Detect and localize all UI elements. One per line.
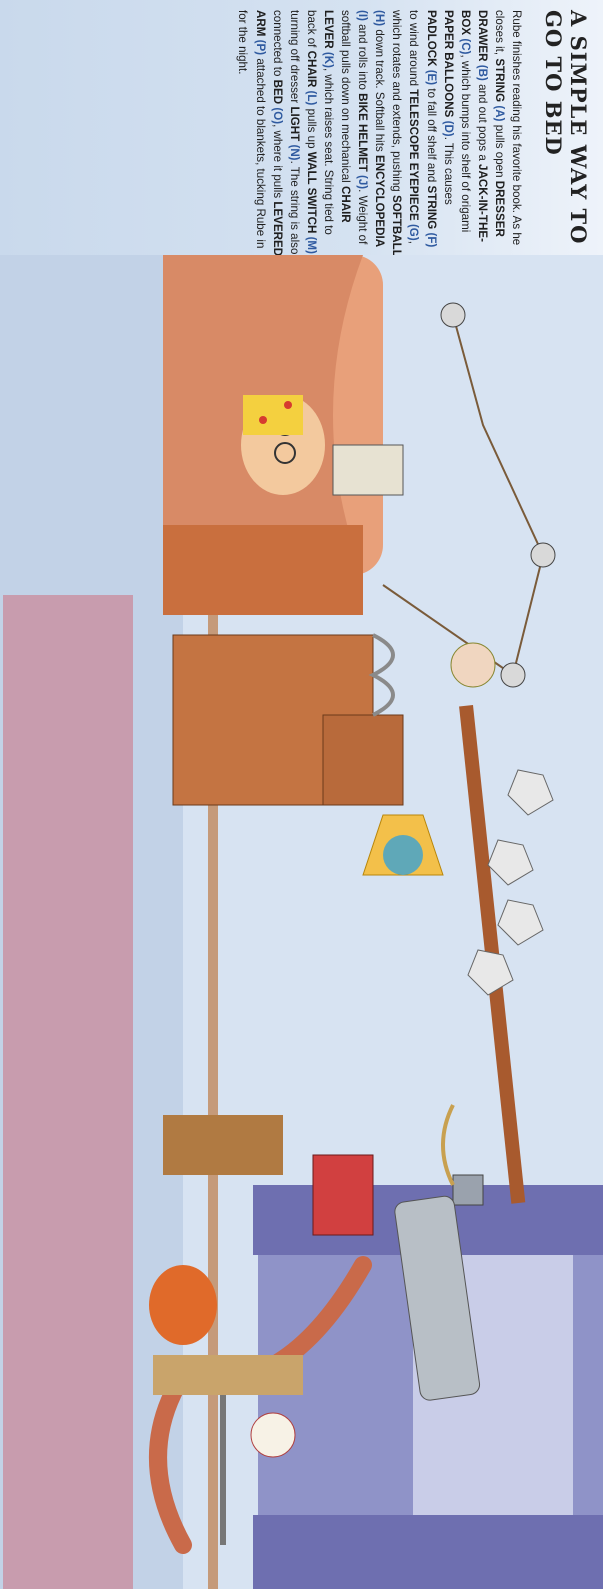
paragraph-term: STRING <box>425 186 438 233</box>
text-panel: A SIMPLE WAY TO GO TO BED Rube finishes … <box>1 10 591 260</box>
encyclopedia-icon <box>313 1155 373 1235</box>
rug <box>3 595 133 1589</box>
paragraph-letter-ref: (G) <box>407 224 420 241</box>
title-line-2: GO TO BED <box>541 10 566 260</box>
paragraph-term: CHAIR <box>305 51 318 91</box>
paragraph-term: TELESCOPE EYEPIECE <box>407 89 420 224</box>
paragraph-letter-ref: (C) <box>459 38 472 54</box>
paragraph-letter-ref: (B) <box>476 65 489 81</box>
paragraph-text: down track. Softball hits <box>373 26 386 155</box>
paragraph-term: PAPER BALLOONS <box>442 10 455 121</box>
paragraph-text: , where it pulls <box>271 124 284 201</box>
paragraph-text: and out pops a <box>476 81 489 164</box>
title-line-1: A SIMPLE WAY TO <box>566 10 591 260</box>
rube-goldberg-illustration: A P C B O N D F E G I K J H L <box>0 255 603 1589</box>
paragraph-text: to wind around <box>407 10 420 89</box>
paragraph-letter-ref: (H) <box>373 10 386 26</box>
paragraph-text: , which bumps into shelf of origami <box>459 54 472 232</box>
paragraph-letter-ref: (K) <box>322 52 335 68</box>
padlock-icon <box>453 1175 483 1205</box>
pajama-dot <box>284 401 292 409</box>
paragraph-text: and rolls into <box>356 21 369 93</box>
pulley-icon <box>441 303 465 327</box>
headboard <box>163 525 363 615</box>
pajamas <box>243 395 303 435</box>
chair <box>153 1355 303 1395</box>
paragraph-letter-ref: (M) <box>305 237 318 254</box>
paragraph-term: WALL SWITCH <box>305 152 318 237</box>
paragraph-term: LIGHT <box>288 106 301 144</box>
paragraph-term: BED <box>271 80 284 108</box>
paragraph-text: . This causes <box>442 137 455 205</box>
paragraph-letter-ref: (N) <box>288 144 301 160</box>
paragraph-letter-ref: (A) <box>493 105 506 121</box>
book <box>333 445 403 495</box>
paragraph-term: PADLOCK <box>425 10 438 70</box>
dresser-drawer <box>323 715 403 805</box>
paragraph-term: SOFTBALL <box>390 195 403 257</box>
pajama-dot <box>259 416 267 424</box>
pulley-icon <box>531 543 555 567</box>
paragraph-term: BIKE HELMET <box>356 93 369 175</box>
paragraph-letter-ref: (I) <box>356 10 369 21</box>
curtain-right <box>253 1515 603 1589</box>
description-paragraph: Rube finishes reading his favorite book.… <box>234 10 525 260</box>
paragraph-text: to fall off shelf and <box>425 85 438 185</box>
bed <box>163 255 403 615</box>
pulley-icon <box>501 663 525 687</box>
paragraph-letter-ref: (D) <box>442 121 455 137</box>
paragraph-letter-ref: (O) <box>271 107 284 124</box>
paragraph-letter-ref: (L) <box>305 91 318 106</box>
paragraph-letter-ref: (F) <box>425 233 438 248</box>
paragraph-term: ENCYCLOPEDIA <box>373 155 386 247</box>
bike-helmet-icon <box>149 1265 217 1345</box>
paragraph-term: STRING <box>493 58 506 105</box>
jack-in-the-box-icon <box>451 643 495 687</box>
lamp-base <box>383 835 423 875</box>
paragraph-text: pulls open <box>493 121 506 180</box>
stool <box>163 1115 283 1175</box>
softball-icon <box>251 1413 295 1457</box>
paragraph-letter-ref: (J) <box>356 175 369 189</box>
paragraph-letter-ref: (E) <box>425 70 438 85</box>
paragraph-letter-ref: (P) <box>254 40 267 55</box>
paragraph-text: pulls up <box>305 105 318 151</box>
